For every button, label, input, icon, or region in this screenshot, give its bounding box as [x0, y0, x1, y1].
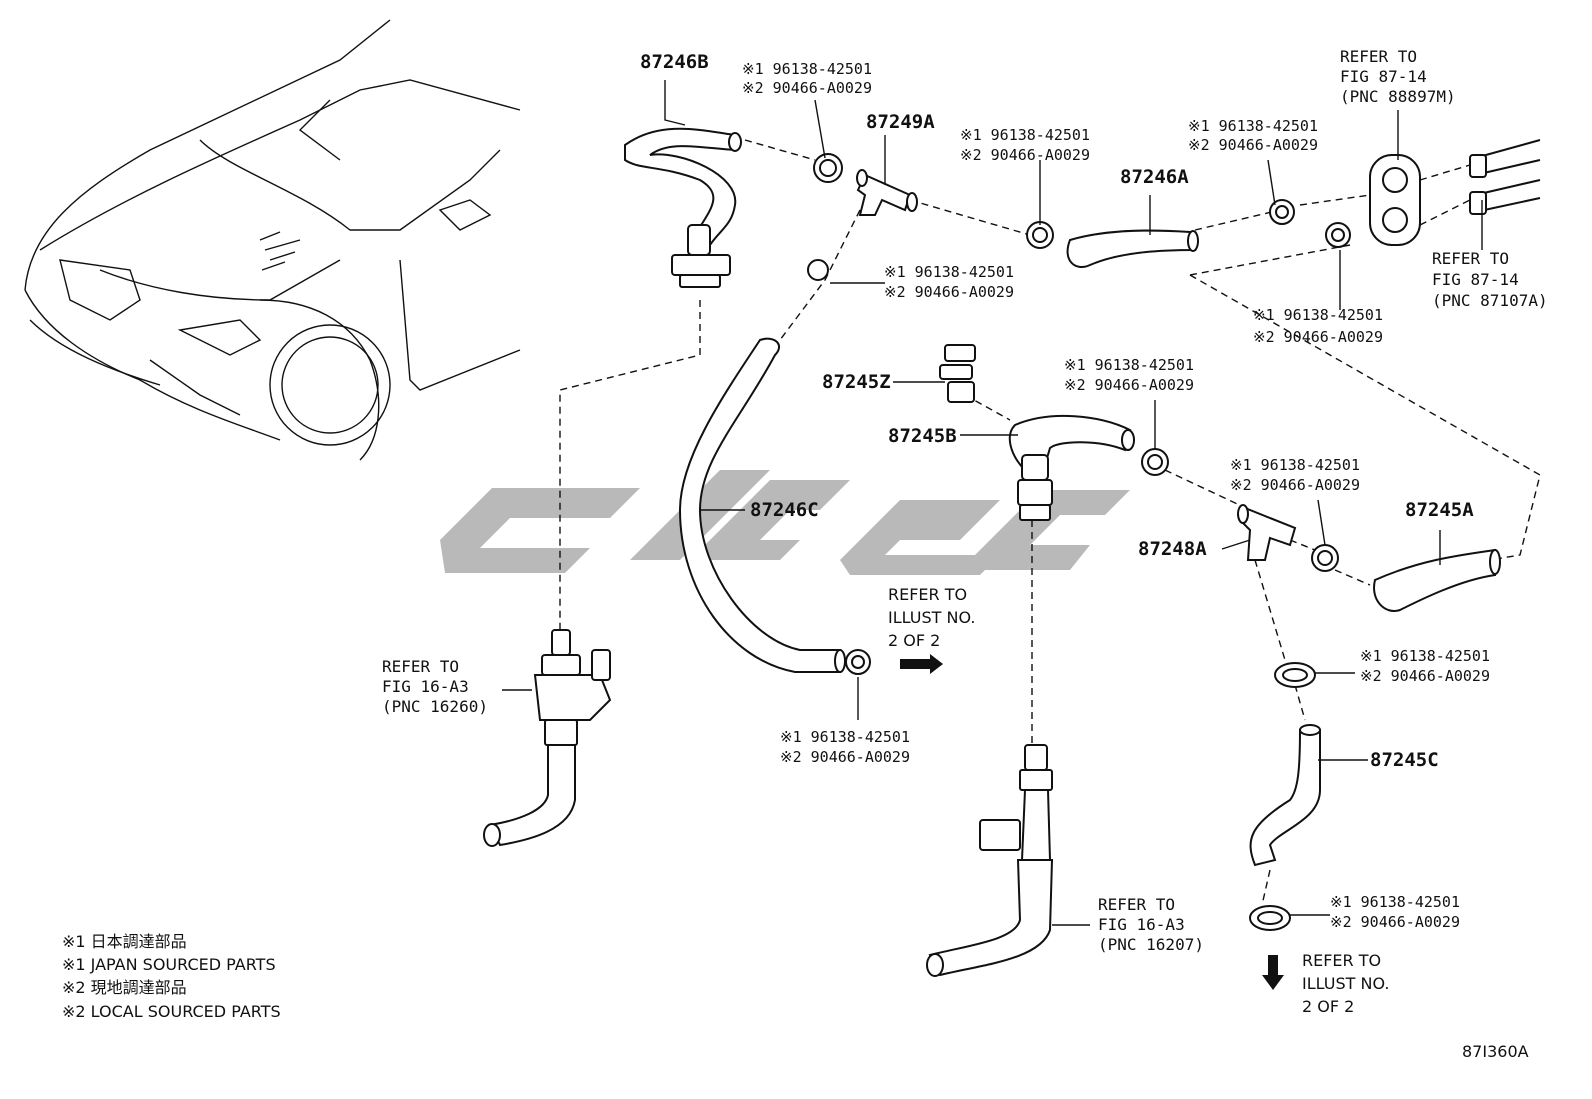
svg-text:※2 90466-A0029: ※2 90466-A0029	[780, 748, 910, 766]
note-local-jp: ※2 現地調達部品	[62, 978, 187, 997]
clip-callout-10: ※1 96138-42501 ※2 90466-A0029	[1330, 893, 1460, 931]
label-87245B: 87245B	[888, 425, 957, 447]
svg-text:(PNC 87107A): (PNC 87107A)	[1432, 291, 1548, 310]
clip-2	[1026, 221, 1054, 249]
svg-text:FIG 87-14: FIG 87-14	[1340, 67, 1427, 86]
ref-fig-16-A3-16207: REFER TO FIG 16-A3 (PNC 16207)	[1098, 895, 1204, 954]
svg-text:REFER TO: REFER TO	[382, 657, 459, 676]
clip-10	[1249, 905, 1291, 931]
clip-5	[807, 259, 829, 281]
svg-text:※2 90466-A0029: ※2 90466-A0029	[742, 79, 872, 97]
vehicle-outline-icon	[24, 19, 521, 461]
clip-callout-7: ※1 96138-42501 ※2 90466-A0029	[1230, 456, 1360, 494]
label-87248A: 87248A	[1138, 538, 1207, 560]
ref-illust-2-of-2-a: REFER TO ILLUST NO. 2 OF 2	[888, 585, 975, 650]
svg-text:※2 90466-A0029: ※2 90466-A0029	[884, 283, 1014, 301]
clip-callout-9: ※1 96138-42501 ※2 90466-A0029	[780, 728, 910, 766]
figure-id: 87I360A	[1462, 1042, 1529, 1061]
svg-text:※2 90466-A0029: ※2 90466-A0029	[1064, 376, 1194, 394]
direction-arrow-icon	[900, 654, 943, 674]
label-87246A: 87246A	[1120, 166, 1189, 188]
label-87246B: 87246B	[640, 51, 709, 73]
svg-text:REFER TO: REFER TO	[1302, 951, 1381, 970]
svg-text:FIG 16-A3: FIG 16-A3	[1098, 915, 1185, 934]
hose-87245B	[1008, 414, 1135, 521]
svg-text:※1 96138-42501: ※1 96138-42501	[1360, 647, 1490, 665]
clip-callout-8: ※1 96138-42501 ※2 90466-A0029	[1360, 647, 1490, 685]
hose-87246C	[678, 337, 846, 673]
svg-text:※1 96138-42501: ※1 96138-42501	[960, 126, 1090, 144]
svg-text:※2 90466-A0029: ※2 90466-A0029	[960, 146, 1090, 164]
svg-text:※1 96138-42501: ※1 96138-42501	[1064, 356, 1194, 374]
clip-callout-3: ※1 96138-42501 ※2 90466-A0029	[1188, 117, 1318, 154]
connector-87248A	[1237, 504, 1297, 561]
svg-text:(PNC 16207): (PNC 16207)	[1098, 935, 1204, 954]
svg-text:※2 90466-A0029: ※2 90466-A0029	[1230, 476, 1360, 494]
label-87249A: 87249A	[866, 111, 935, 133]
svg-text:REFER TO: REFER TO	[1098, 895, 1175, 914]
svg-text:ILLUST NO.: ILLUST NO.	[1302, 974, 1389, 993]
ref-fig-87-14-88897M: REFER TO FIG 87-14 (PNC 88897M)	[1340, 47, 1456, 106]
hose-87245A	[1373, 548, 1501, 612]
label-87246C: 87246C	[750, 499, 819, 521]
svg-text:※2 90466-A0029: ※2 90466-A0029	[1360, 667, 1490, 685]
svg-text:※2 90466-A0029: ※2 90466-A0029	[1188, 136, 1318, 154]
connector-87249A	[856, 169, 918, 216]
svg-text:FIG 87-14: FIG 87-14	[1432, 270, 1519, 289]
clip-callout-1: ※1 96138-42501 ※2 90466-A0029	[742, 60, 872, 97]
svg-text:(PNC 88897M): (PNC 88897M)	[1340, 87, 1456, 106]
svg-text:REFER TO: REFER TO	[888, 585, 967, 604]
svg-text:※2 90466-A0029: ※2 90466-A0029	[1330, 913, 1460, 931]
svg-text:※1 96138-42501: ※1 96138-42501	[1230, 456, 1360, 474]
svg-text:※1 96138-42501: ※1 96138-42501	[1253, 306, 1383, 324]
hose-87245C	[1249, 724, 1321, 867]
label-87245C: 87245C	[1370, 749, 1439, 771]
svg-text:2 OF 2: 2 OF 2	[888, 631, 940, 650]
leader-lines	[502, 80, 1483, 926]
svg-text:ILLUST NO.: ILLUST NO.	[888, 608, 975, 627]
ref-illust-2-of-2-b: REFER TO ILLUST NO. 2 OF 2	[1302, 951, 1389, 1016]
clip-87245Z	[939, 344, 976, 403]
clip-1	[813, 153, 843, 183]
clip-callout-4: ※1 96138-42501 ※2 90466-A0029	[884, 263, 1014, 301]
svg-text:※1 96138-42501: ※1 96138-42501	[742, 60, 872, 78]
grommet	[1369, 154, 1421, 246]
svg-text:REFER TO: REFER TO	[1340, 47, 1417, 66]
pipe-ends	[1469, 139, 1541, 215]
label-87245Z: 87245Z	[822, 371, 891, 393]
clip-4	[1325, 222, 1351, 248]
connection-lines	[559, 139, 1541, 906]
svg-text:2 OF 2: 2 OF 2	[1302, 997, 1354, 1016]
label-87245A: 87245A	[1405, 499, 1474, 521]
ref-fig-16-A3-16260: REFER TO FIG 16-A3 (PNC 16260)	[382, 657, 488, 716]
clip-9	[1274, 662, 1316, 688]
legend-notes: ※1 日本調達部品 ※1 JAPAN SOURCED PARTS ※2 現地調達…	[62, 932, 281, 1021]
note-japan-jp: ※1 日本調達部品	[62, 932, 187, 951]
clip-3	[1269, 199, 1295, 225]
direction-arrow-icon-down	[1262, 955, 1284, 990]
note-local-en: ※2 LOCAL SOURCED PARTS	[62, 1002, 281, 1021]
svg-text:※1 96138-42501: ※1 96138-42501	[1188, 117, 1318, 135]
svg-text:※1 96138-42501: ※1 96138-42501	[884, 263, 1014, 281]
svg-text:※1 96138-42501: ※1 96138-42501	[1330, 893, 1460, 911]
clip-7	[1141, 448, 1169, 476]
pipe-16207	[926, 744, 1054, 977]
clip-callout-2: ※1 96138-42501 ※2 90466-A0029	[960, 126, 1090, 164]
svg-text:FIG 16-A3: FIG 16-A3	[382, 677, 469, 696]
clip-6	[845, 649, 871, 675]
clip-callout-5: ※1 96138-42501 ※2 90466-A0029	[1253, 306, 1383, 346]
svg-text:※1 96138-42501: ※1 96138-42501	[780, 728, 910, 746]
note-japan-en: ※1 JAPAN SOURCED PARTS	[62, 955, 276, 974]
clip-callout-6: ※1 96138-42501 ※2 90466-A0029	[1064, 356, 1194, 394]
svg-text:(PNC 16260): (PNC 16260)	[382, 697, 488, 716]
hose-87246A	[1066, 229, 1199, 268]
ref-fig-87-14-87107A: REFER TO FIG 87-14 (PNC 87107A)	[1432, 249, 1548, 310]
svg-text:※2 90466-A0029: ※2 90466-A0029	[1253, 328, 1383, 346]
svg-text:REFER TO: REFER TO	[1432, 249, 1509, 268]
hose-87246B	[624, 127, 742, 288]
valve-16260	[483, 629, 612, 847]
clip-8	[1311, 544, 1339, 572]
